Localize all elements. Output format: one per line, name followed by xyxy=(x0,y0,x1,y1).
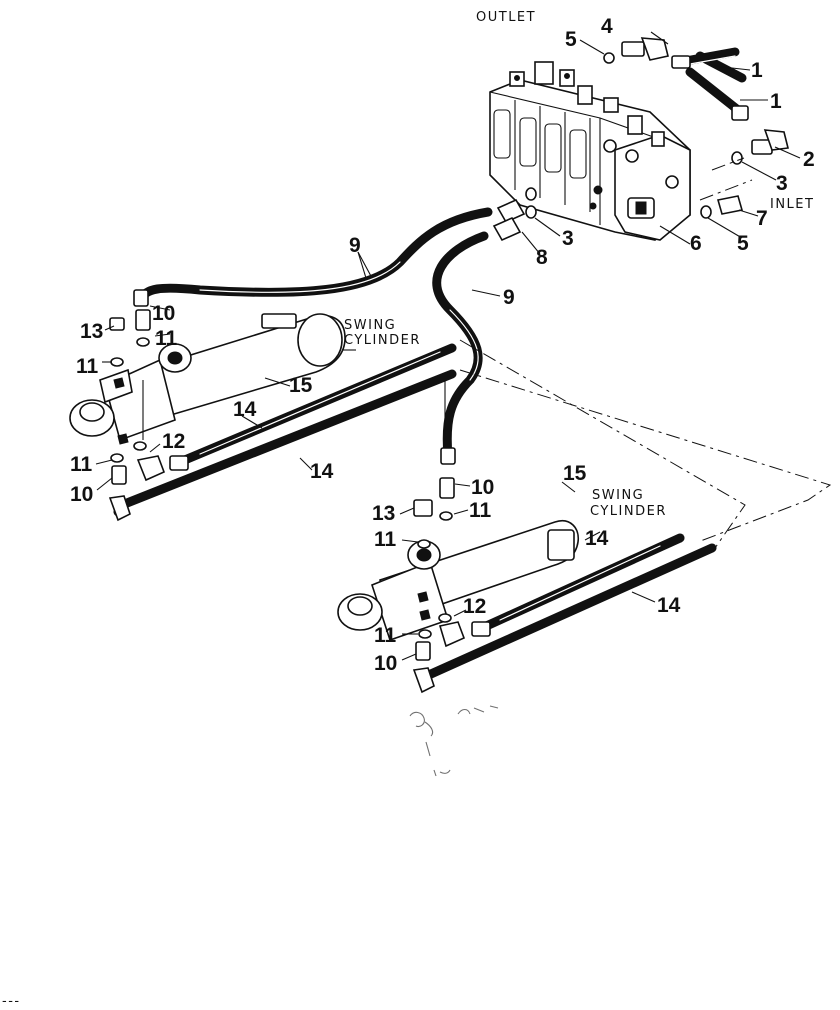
callout-14: 14 xyxy=(657,594,681,617)
callout-9: 9 xyxy=(503,286,515,309)
callout-8: 8 xyxy=(536,246,548,269)
leader-lines xyxy=(95,31,801,661)
callout-14: 14 xyxy=(585,527,609,550)
callout-9: 9 xyxy=(349,234,361,257)
pressure-hoses xyxy=(671,47,749,121)
callout-numbers: 1 1 2 3 4 5 7 5 6 3 8 9 9 10 13 11 11 15… xyxy=(70,15,815,675)
cylinder-hoses xyxy=(108,343,717,694)
callout-10: 10 xyxy=(152,302,175,325)
callout-5: 5 xyxy=(737,232,749,255)
callout-11: 11 xyxy=(76,355,99,378)
callout-10: 10 xyxy=(374,652,397,675)
callout-4: 4 xyxy=(601,15,613,38)
outlet-label: OUTLET xyxy=(476,10,536,25)
scan-artifacts xyxy=(409,705,499,777)
callout-11: 11 xyxy=(469,499,492,522)
callout-14: 14 xyxy=(233,398,257,421)
callout-13: 13 xyxy=(80,320,103,343)
callout-12: 12 xyxy=(463,595,486,618)
adapter-fittings xyxy=(492,198,526,242)
callout-15: 15 xyxy=(563,462,587,485)
swing-cylinder-lower-label-line2: CYLINDER xyxy=(590,504,667,519)
callout-3: 3 xyxy=(776,172,788,195)
callout-7: 7 xyxy=(756,207,768,230)
footer-mark: --- xyxy=(2,994,21,1009)
swing-cylinder-lower xyxy=(337,520,580,642)
callout-11: 11 xyxy=(155,327,178,350)
elbow-fitting xyxy=(621,37,669,61)
swing-cylinder-upper xyxy=(69,313,346,445)
callout-15: 15 xyxy=(289,374,313,397)
swing-cylinder-upper-label-line2: CYLINDER xyxy=(344,333,421,348)
callout-1: 1 xyxy=(770,90,782,113)
callout-1: 1 xyxy=(751,59,763,82)
callout-2: 2 xyxy=(803,148,815,171)
elbow-fitting-inlet xyxy=(751,129,789,155)
routing-lines xyxy=(142,157,832,549)
inlet-label: INLET xyxy=(770,197,814,212)
callout-14: 14 xyxy=(310,460,334,483)
callout-3: 3 xyxy=(562,227,574,250)
callout-12: 12 xyxy=(162,430,185,453)
cylinder-lower-fittings xyxy=(413,477,491,661)
callout-11: 11 xyxy=(374,528,397,551)
straight-fitting xyxy=(716,195,744,215)
callout-6: 6 xyxy=(690,232,702,255)
callout-10: 10 xyxy=(70,483,93,506)
callout-13: 13 xyxy=(372,502,395,525)
callout-11: 11 xyxy=(70,453,93,476)
swing-cylinder-lower-label-line1: SWING xyxy=(592,488,644,503)
callout-5: 5 xyxy=(565,28,577,51)
swing-hoses xyxy=(133,207,493,465)
o-rings xyxy=(525,52,743,219)
callout-10: 10 xyxy=(471,476,494,499)
swing-cylinder-upper-label-line1: SWING xyxy=(344,318,396,333)
control-valve-bank xyxy=(489,61,691,241)
cylinder-upper-fittings xyxy=(109,309,189,485)
spool-clevis-group xyxy=(509,61,665,163)
callout-11: 11 xyxy=(374,624,397,647)
